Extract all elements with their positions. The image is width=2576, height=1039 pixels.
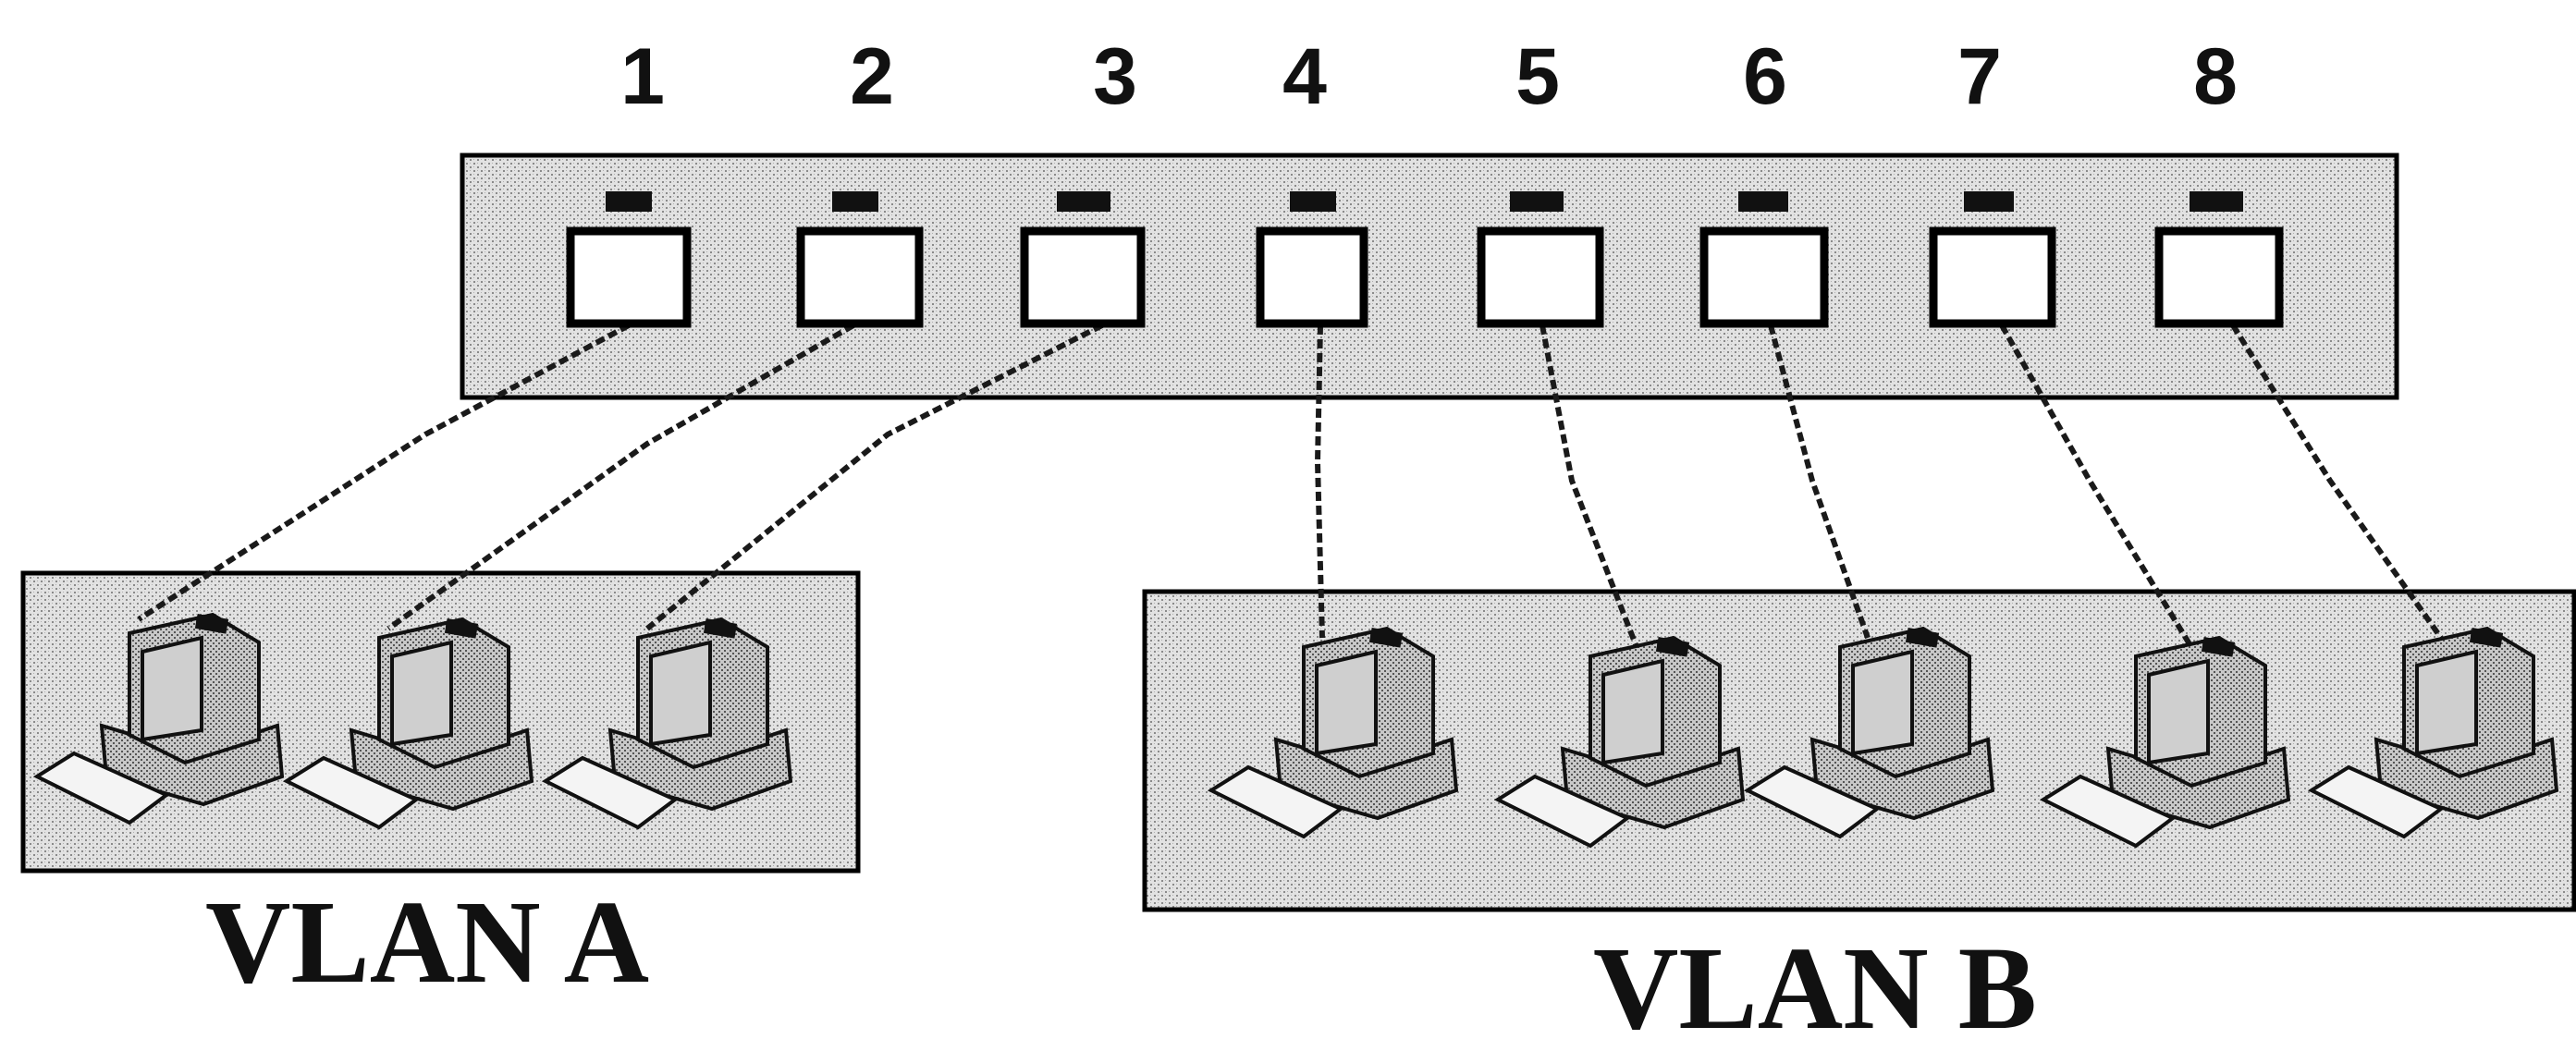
port-number-7: 7: [1957, 32, 2002, 121]
port-number-5: 5: [1515, 32, 1560, 121]
port-number-labels: 1 2 3 4 5 6 7 8: [620, 32, 2238, 121]
port-number-1: 1: [620, 32, 665, 121]
port-number-3: 3: [1093, 32, 1137, 121]
switch-chassis: [462, 155, 2397, 397]
port-number-2: 2: [850, 32, 894, 121]
vlan-a-computers: [37, 614, 791, 827]
port-number-4: 4: [1282, 32, 1327, 121]
port-number-8: 8: [2193, 32, 2238, 121]
cable-4: [1318, 325, 1322, 638]
vlan-b-label: VLAN B: [1593, 923, 2037, 1039]
network-switch-icon: [462, 155, 2397, 397]
port-number-6: 6: [1743, 32, 1787, 121]
vlan-a-label: VLAN A: [205, 876, 649, 1008]
